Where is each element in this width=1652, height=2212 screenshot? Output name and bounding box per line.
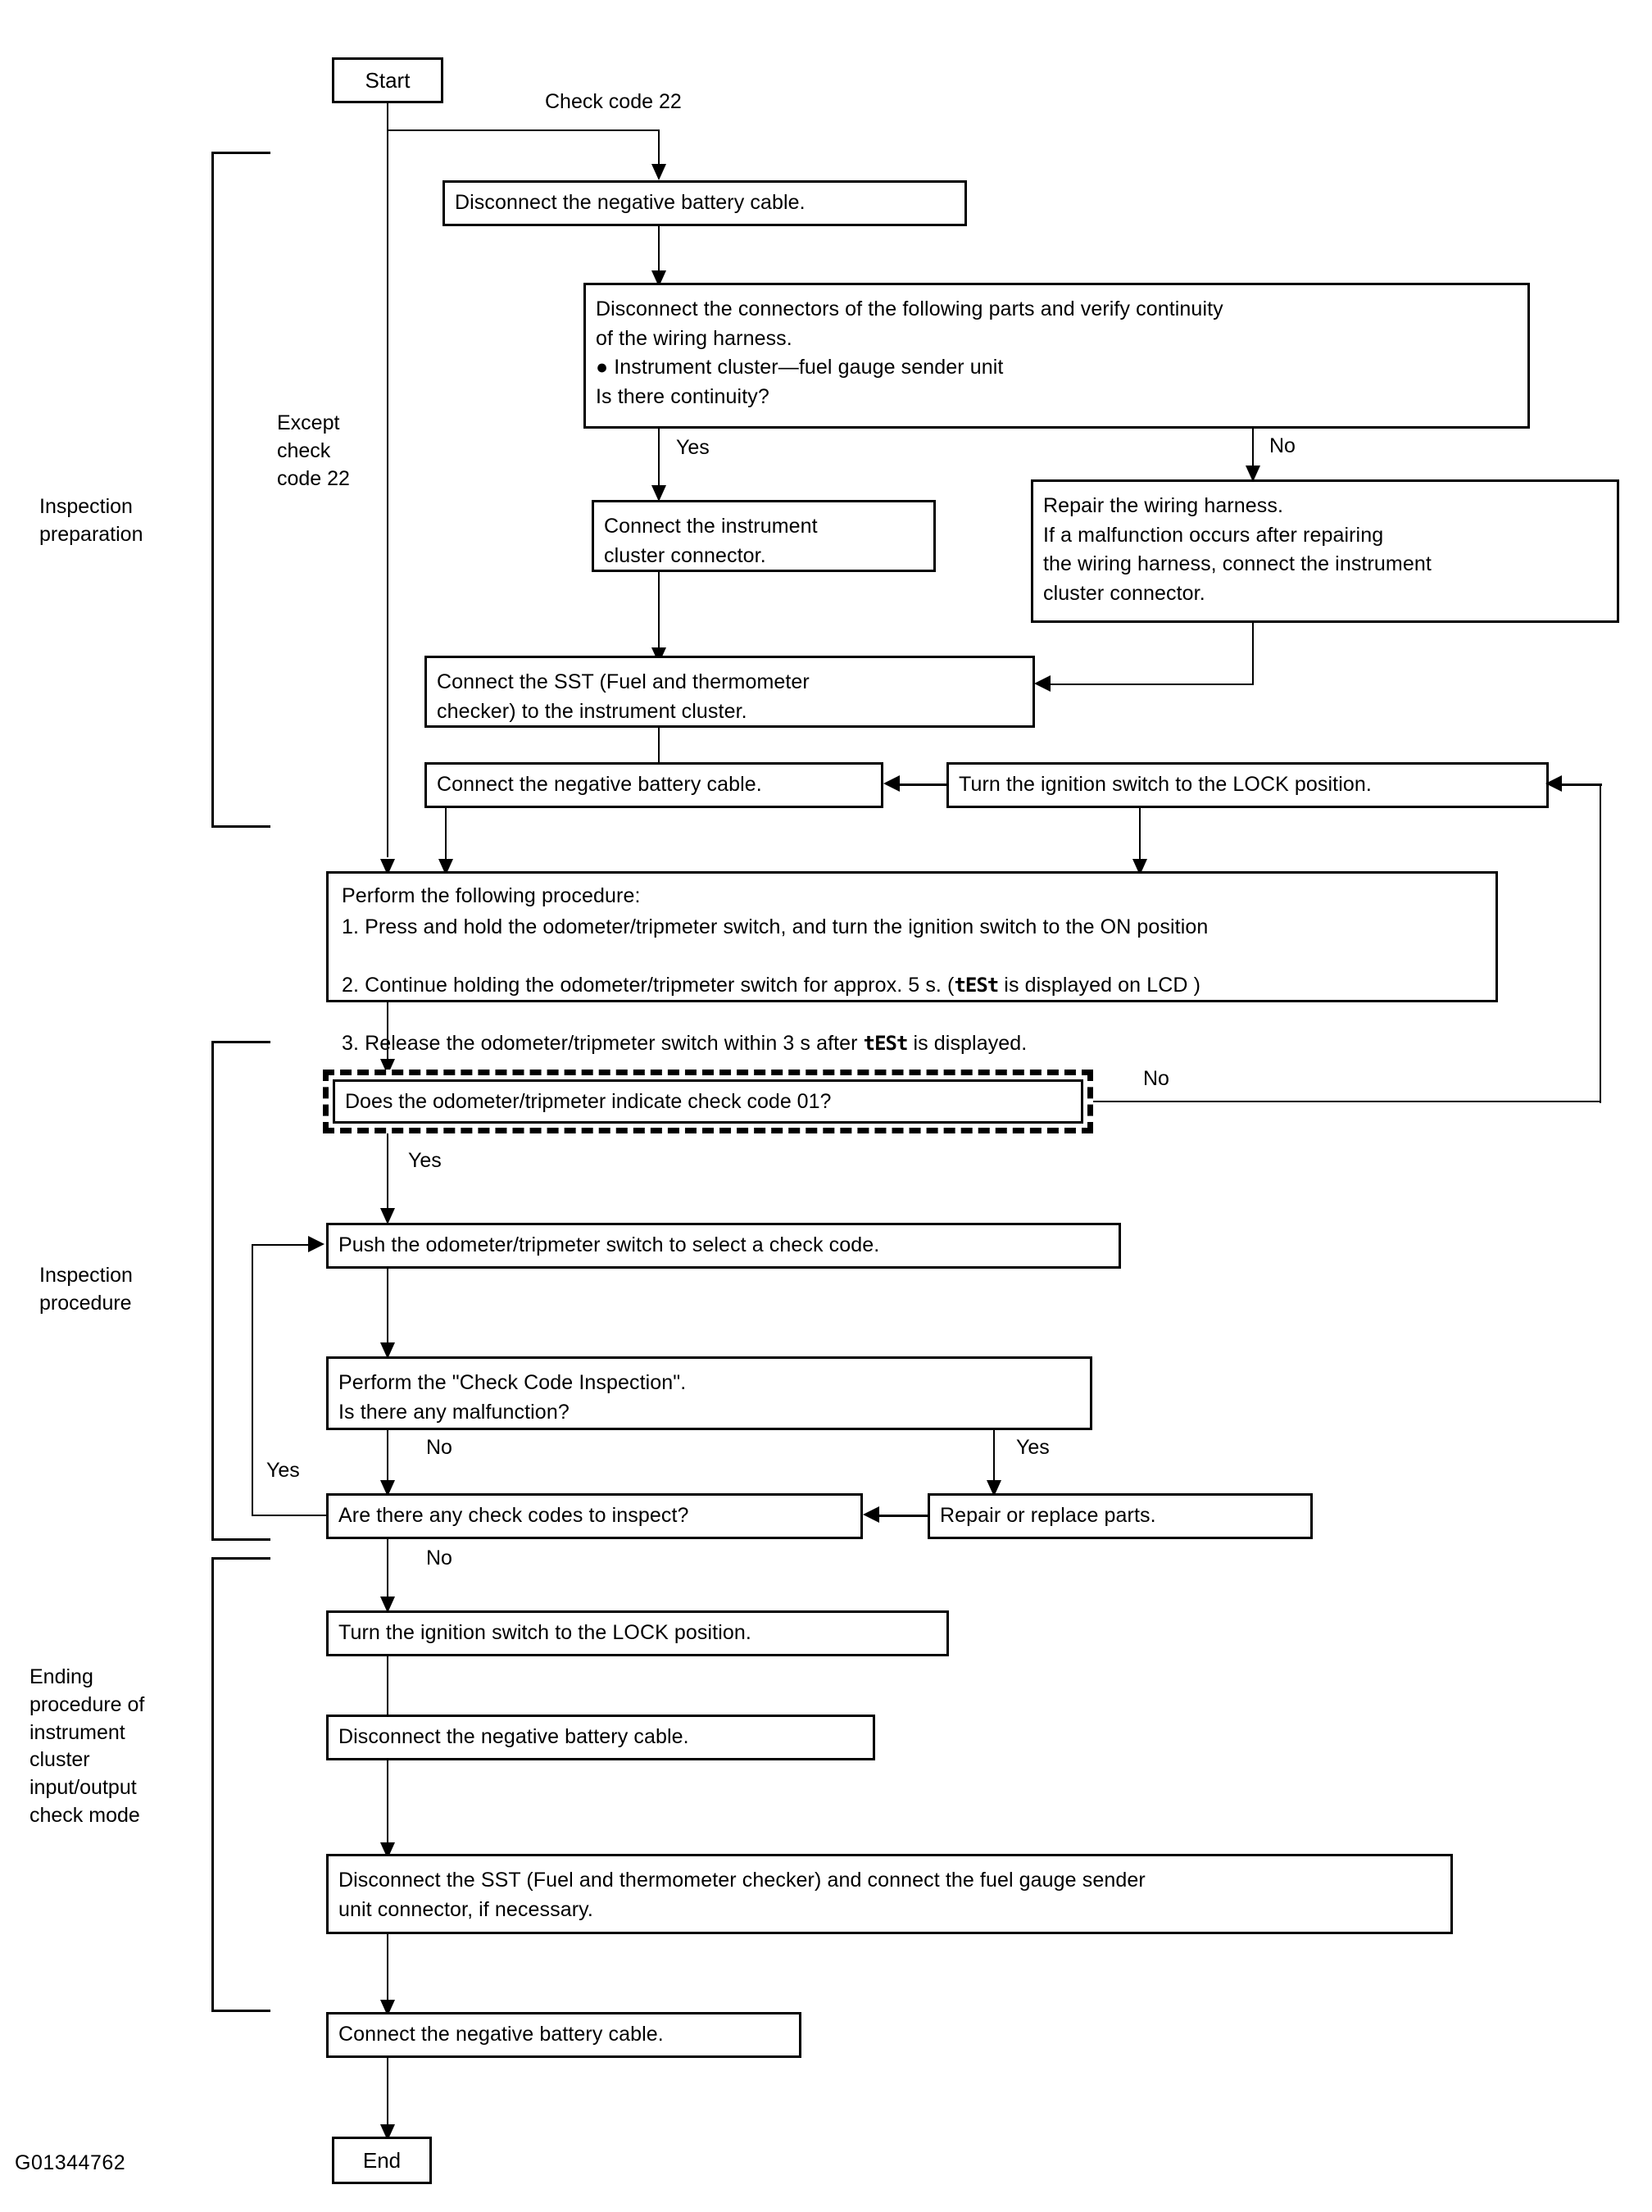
connector-check22-down [658,129,660,175]
arrowhead-anycodes-no-down [380,1597,395,1613]
arrowhead-anycodes-yes-into-push [308,1236,324,1252]
branch-label-malfunction-yes: Yes [1016,1436,1050,1459]
connector-cluster-to-sst [658,572,660,662]
bracket-ending-procedure [211,1557,270,2012]
box-perform-procedure: Perform the following procedure: 1. Pres… [326,871,1498,1055]
connector-anycodes-yes-left [252,1515,329,1516]
connector-disc-batt1-down [658,226,660,285]
connector-discsst-down [387,1934,388,2016]
branch-label-continuity-no: No [1269,434,1296,457]
lcd-text-test-step3: tESt [863,1031,909,1055]
box-repair-wiring-harness: Repair the wiring harness. If a malfunct… [1031,479,1619,623]
box-connect-battery-2: Connect the negative battery cable. [326,2012,801,2058]
connector-code01-yes-down [387,1133,388,1224]
connector-repair-down [1252,623,1254,685]
branch-label-code01-no: No [1143,1067,1169,1090]
connector-continuity-yes [658,429,660,501]
connector-malfunction-no-down [387,1430,388,1496]
connector-start-to-check22 [387,129,660,131]
connector-code01-no-up [1600,784,1601,1103]
lcd-text-test-step2: tESt [954,973,999,997]
box-connect-sst: Connect the SST (Fuel and thermometer ch… [424,656,1035,728]
connector-lock1-down [1139,808,1141,874]
box-push-switch-select: Push the odometer/tripmeter switch to se… [326,1223,1121,1269]
connector-discbatt2-down [387,1760,388,1859]
end-label: End [362,2147,402,2173]
branch-label-except-check-code-22: Except check code 22 [277,411,350,490]
connector-battery1-down [445,808,447,874]
procedure-title: Perform the following procedure: [342,884,641,907]
arrowhead-malfunction-yes-down [987,1480,1001,1497]
box-connect-cluster-connector: Connect the instrument cluster connector… [592,500,936,572]
box-repair-replace-parts: Repair or replace parts. [928,1493,1313,1539]
box-check-code-01-question: Does the odometer/tripmeter indicate che… [323,1070,1093,1133]
arrowhead-repair-into-sst [1034,675,1051,692]
connector-anycodes-yes-up [252,1244,253,1516]
box-ignition-lock-1: Turn the ignition switch to the LOCK pos… [946,762,1549,808]
connector-repair-to-anycodes [879,1515,930,1517]
branch-label-check-code-22: Check code 22 [545,90,682,113]
figure-id-code: G01344762 [15,2151,126,2174]
check-code-01-inner: Does the odometer/tripmeter indicate che… [333,1079,1083,1124]
box-connect-battery-1: Connect the negative battery cable. [424,762,883,808]
arrowhead-continuity-yes [651,485,666,502]
connector-push-to-inspection [387,1269,388,1359]
box-any-check-codes: Are there any check codes to inspect? [326,1493,863,1539]
box-disconnect-connectors: Disconnect the connectors of the followi… [583,283,1530,429]
connector-anycodes-yes-into-push [252,1244,309,1246]
arrowhead-repair-to-anycodes [863,1506,879,1523]
connector-code01-no-into-lock [1561,784,1602,786]
box-ignition-lock-2: Turn the ignition switch to the LOCK pos… [326,1610,949,1656]
box-disconnect-battery-1: Disconnect the negative battery cable. [442,180,967,226]
branch-label-more-codes-yes: Yes [266,1459,300,1482]
start-terminator: Start [332,57,443,103]
branch-label-code01-yes: Yes [408,1149,442,1172]
connector-lock-to-battery [900,784,949,786]
start-label: Start [365,67,411,93]
arrowhead-code01-yes-down [380,1208,395,1224]
connector-malfunction-yes-down [993,1430,995,1496]
procedure-step-2: 2. Continue holding the odometer/tripmet… [342,942,1200,1000]
bracket-inspection-preparation [211,152,270,828]
branch-label-malfunction-no: No [426,1436,452,1459]
connector-lock2-down [387,1656,388,1738]
connector-connbatt2-to-end [387,2058,388,2140]
bracket-inspection-procedure [211,1041,270,1541]
connector-sst-down [658,728,660,764]
arrowhead-continuity-no [1246,466,1260,482]
arrowhead-malfunction-no-down [380,1480,395,1497]
box-disconnect-battery-2: Disconnect the negative battery cable. [326,1715,875,1760]
connector-code01-no-right [1093,1101,1601,1102]
branch-label-more-codes-no: No [426,1547,452,1569]
section-label-ending-procedure: Ending procedure of instrument cluster i… [30,1665,145,1827]
connector-procedure-to-code01 [387,1002,388,1076]
procedure-step-1: 1. Press and hold the odometer/tripmeter… [342,915,1209,938]
procedure-step-3-prefix: 3. Release the odometer/tripmeter switch… [342,1031,864,1055]
connector-repair-left-to-sst [1049,684,1254,685]
procedure-step-3: 3. Release the odometer/tripmeter switch… [342,1000,1027,1058]
connector-continuity-no [1252,429,1254,481]
arrowhead-push-to-inspection [380,1342,395,1359]
arrowhead-lock-to-battery [883,775,900,792]
connector-start-down [387,103,388,857]
procedure-step-2-prefix: 2. Continue holding the odometer/tripmet… [342,973,955,997]
end-terminator: End [332,2137,432,2184]
procedure-step-2-suffix: is displayed on LCD ) [998,973,1201,997]
connector-anycodes-no-down [387,1539,388,1613]
arrowhead-code01-no-into-lock [1545,775,1562,792]
arrowhead-to-disconnect-battery-1 [651,164,666,180]
box-perform-check-code-inspection: Perform the "Check Code Inspection". Is … [326,1356,1092,1430]
section-label-inspection-preparation: Inspection preparation [39,495,143,546]
check-code-01-label: Does the odometer/tripmeter indicate che… [345,1089,832,1113]
branch-label-continuity-yes: Yes [676,436,710,459]
procedure-step-3-suffix: is displayed. [907,1031,1028,1055]
box-disconnect-sst: Disconnect the SST (Fuel and thermometer… [326,1854,1453,1934]
section-label-inspection-procedure: Inspection procedure [39,1264,133,1315]
